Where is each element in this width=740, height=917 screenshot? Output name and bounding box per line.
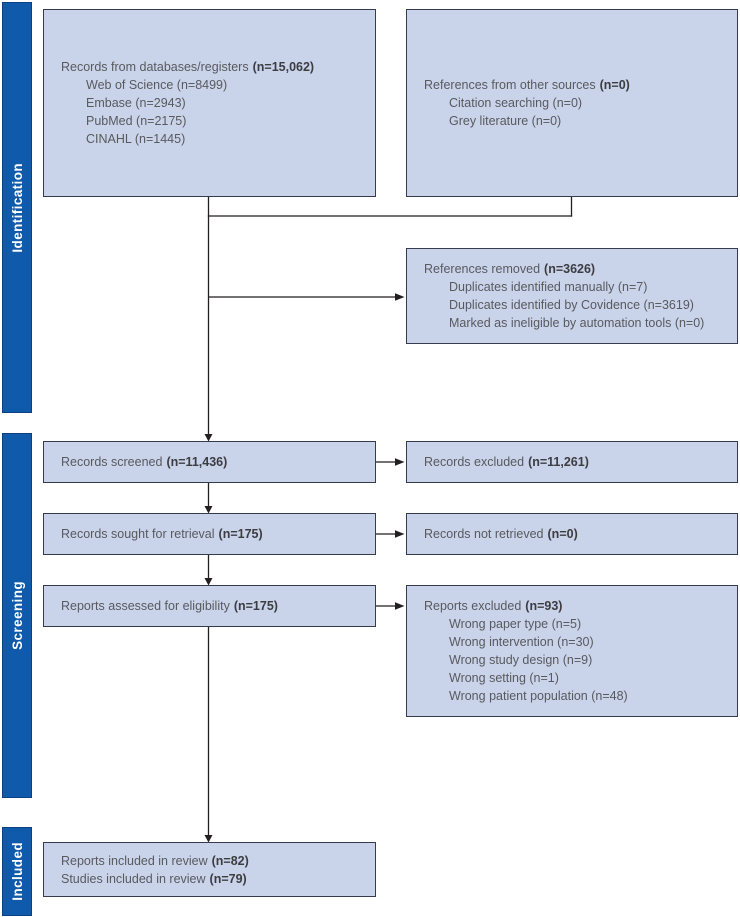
stage-label-identification: Identification [9,162,25,253]
box-subitem: Duplicates identified by Covidence (n=36… [449,298,694,312]
box-title: Records from databases/registers(n=15,06… [61,60,315,74]
box-title: Reports assessed for eligibility(n=175) [61,599,278,613]
box-subitem: Wrong patient population (n=48) [449,689,628,703]
box-subitem: Wrong paper type (n=5) [449,617,582,631]
count-badge: (n=93) [525,599,563,613]
box-subitem: Wrong study design (n=9) [449,653,593,667]
box-title: Records not retrieved(n=0) [424,527,578,541]
count-badge: (n=3626) [544,262,596,276]
box-title: Reports included in review(n=82) [61,853,249,868]
count-badge: (n=175) [218,527,263,541]
stage-bar-included: Included [2,827,32,916]
box-title: Records screened(n=11,436) [61,455,228,469]
box-records-excluded: Records excluded(n=11,261) [406,441,738,483]
box-subitem: Citation searching (n=0) [449,96,583,110]
box-subitem: Marked as ineligible by automation tools… [449,316,705,330]
count-badge: (n=82) [211,853,249,868]
box-title: Reports excluded(n=93) [424,599,563,613]
box-records-from-databases: Records from databases/registers(n=15,06… [43,9,376,197]
stage-bar-screening: Screening [2,433,32,798]
box-reports-assessed-eligibility: Reports assessed for eligibility(n=175) [43,585,376,627]
box-subitem: Web of Science (n=8499) [86,78,228,92]
box-subitem: Grey literature (n=0) [449,114,562,128]
count-badge: (n=11,436) [166,455,228,469]
count-badge: (n=15,062) [252,60,315,74]
box-records-screened: Records screened(n=11,436) [43,441,376,483]
count-badge: (n=0) [599,78,630,92]
stage-bar-identification: Identification [2,2,32,413]
count-badge: (n=79) [209,871,247,886]
box-title: Records excluded(n=11,261) [424,455,589,469]
box-subitem: Duplicates identified manually (n=7) [449,280,648,294]
stage-label-included: Included [9,842,25,901]
box-references-other-sources: References from other sources(n=0) Citat… [406,9,738,197]
box-records-not-retrieved: Records not retrieved(n=0) [406,513,738,555]
box-included-in-review: Reports included in review(n=82) Studies… [43,842,376,897]
box-title: References removed(n=3626) [424,262,596,276]
box-title: Studies included in review(n=79) [61,871,247,886]
box-subitem: CINAHL (n=1445) [86,132,186,146]
box-title: Records sought for retrieval(n=175) [61,527,263,541]
box-reports-excluded: Reports excluded(n=93) Wrong paper type … [406,585,738,717]
box-references-removed: References removed(n=3626) Duplicates id… [406,248,738,344]
box-subitem: Embase (n=2943) [86,96,186,110]
box-subitem: PubMed (n=2175) [86,114,187,128]
count-badge: (n=11,261) [528,455,589,469]
box-title: References from other sources(n=0) [424,78,630,92]
stage-label-screening: Screening [9,581,25,650]
box-subitem: Wrong intervention (n=30) [449,635,594,649]
box-records-sought-retrieval: Records sought for retrieval(n=175) [43,513,376,555]
box-subitem: Wrong setting (n=1) [449,671,559,685]
count-badge: (n=0) [547,527,578,541]
count-badge: (n=175) [233,599,278,613]
